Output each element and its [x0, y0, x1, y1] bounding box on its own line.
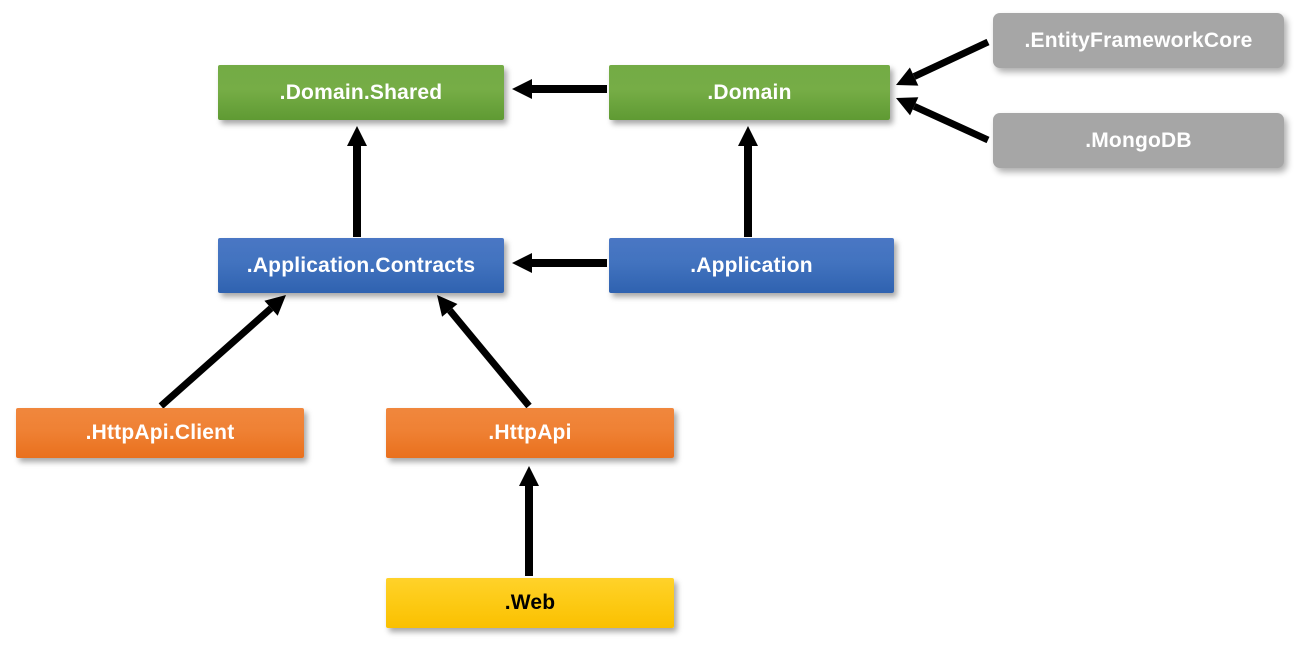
node-mongodb[interactable]: .MongoDB [993, 113, 1284, 168]
node-domain-shared[interactable]: .Domain.Shared [218, 65, 504, 120]
node-domain[interactable]: .Domain [609, 65, 890, 120]
node-label: .EntityFrameworkCore [1024, 28, 1253, 52]
node-label: .HttpApi.Client [85, 421, 235, 445]
edge-arrowhead-domain-to-domain-shared [512, 79, 532, 99]
node-label: .Domain.Shared [279, 80, 443, 104]
node-httpapi-client[interactable]: .HttpApi.Client [16, 408, 304, 458]
edge-shaft-httpapi-to-application-contracts [447, 308, 532, 409]
node-application-contracts[interactable]: .Application.Contracts [218, 238, 504, 293]
edge-arrowhead-httpapi-client-to-application-contracts [264, 295, 286, 316]
node-web[interactable]: .Web [386, 578, 674, 628]
node-application[interactable]: .Application [609, 238, 894, 293]
node-label: .MongoDB [1085, 128, 1192, 152]
edge-arrowhead-web-to-httpapi [519, 466, 539, 486]
node-label: .Web [504, 591, 556, 615]
edge-arrowhead-application-to-application-contracts [512, 253, 532, 273]
node-label: .Domain [707, 80, 792, 104]
edge-shaft-entity-framework-core-to-domain [912, 38, 990, 80]
edge-arrowhead-application-to-domain [738, 126, 758, 146]
edge-arrowhead-application-contracts-to-domain-shared [347, 126, 367, 146]
node-label: .Application [690, 253, 813, 277]
node-label: .Application.Contracts [246, 253, 476, 277]
edge-shaft-mongodb-to-domain [912, 103, 990, 144]
edge-arrowhead-mongodb-to-domain [896, 97, 919, 116]
edge-arrowhead-entity-framework-core-to-domain [896, 67, 919, 86]
node-entity-framework-core[interactable]: .EntityFrameworkCore [993, 13, 1284, 68]
node-label: .HttpApi [488, 421, 572, 445]
edge-arrowhead-httpapi-to-application-contracts [437, 295, 458, 317]
edge-shaft-httpapi-client-to-application-contracts [158, 305, 274, 409]
node-httpapi[interactable]: .HttpApi [386, 408, 674, 458]
